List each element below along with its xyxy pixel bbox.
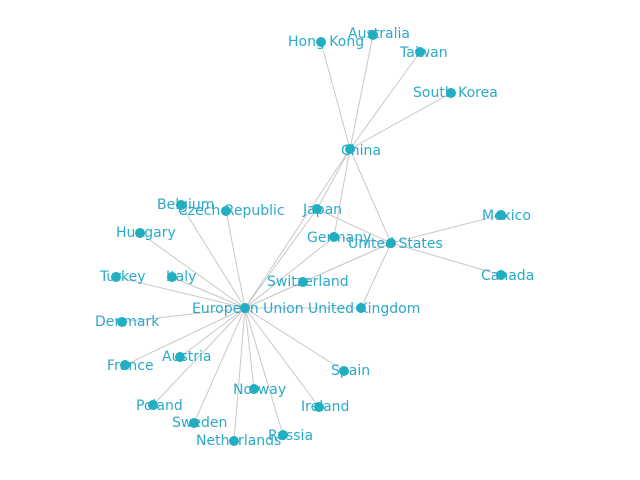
- node-label-turkey: Turkey: [99, 269, 146, 285]
- node-china[interactable]: [345, 144, 355, 154]
- node-austria[interactable]: [175, 352, 185, 362]
- edge-china-south-korea: [349, 92, 452, 150]
- node-australia[interactable]: [368, 30, 378, 40]
- edge-united-states-canada: [390, 242, 502, 276]
- edge-china-germany: [333, 148, 351, 238]
- edge-european-union-switzerland: [244, 281, 304, 309]
- node-united-states[interactable]: [386, 238, 396, 248]
- node-label-hong-kong: Hong Kong: [288, 34, 364, 50]
- node-label-switzerland: Switzerland: [267, 274, 349, 290]
- node-norway[interactable]: [249, 384, 259, 394]
- node-south-korea[interactable]: [446, 88, 456, 98]
- node-label-germany: Germany: [307, 230, 371, 246]
- node-spain[interactable]: [339, 366, 349, 376]
- edge-european-union-germany: [244, 236, 335, 309]
- node-label-taiwan: Taiwan: [399, 45, 448, 61]
- edge-european-union-netherlands: [233, 307, 246, 442]
- edge-european-union-czech-republic: [225, 210, 246, 309]
- edge-european-union-japan: [244, 208, 318, 309]
- edge-european-union-hungary: [139, 232, 246, 309]
- edge-china-european-union: [244, 148, 351, 309]
- node-switzerland[interactable]: [298, 277, 308, 287]
- node-label-spain: Spain: [331, 363, 370, 379]
- node-label-china: China: [341, 143, 381, 159]
- node-label-poland: Poland: [136, 398, 183, 414]
- node-label-united-states: United States: [348, 236, 443, 252]
- edge-european-union-ireland: [244, 307, 320, 408]
- edge-european-union-norway: [244, 307, 255, 390]
- node-united-kingdom[interactable]: [356, 303, 366, 313]
- edge-united-states-japan: [316, 208, 392, 244]
- node-mexico[interactable]: [496, 210, 506, 220]
- edge-european-union-denmark: [121, 307, 246, 323]
- edge-china-japan: [316, 148, 351, 210]
- node-netherlands[interactable]: [229, 436, 239, 446]
- node-label-netherlands: Netherlands: [196, 433, 281, 449]
- edge-china-united-states: [349, 148, 392, 244]
- node-ireland[interactable]: [314, 402, 324, 412]
- node-italy[interactable]: [167, 272, 177, 282]
- edge-european-union-poland: [152, 307, 246, 406]
- node-label-hungary: Hungary: [116, 225, 176, 241]
- node-hungary[interactable]: [135, 228, 145, 238]
- node-european-union[interactable]: [240, 303, 250, 313]
- node-germany[interactable]: [329, 232, 339, 242]
- node-label-canada: Canada: [481, 268, 534, 284]
- node-label-austria: Austria: [162, 349, 211, 365]
- edge-european-union-sweden: [193, 307, 246, 424]
- node-taiwan[interactable]: [415, 47, 425, 57]
- edge-european-union-russia: [244, 307, 284, 436]
- node-japan[interactable]: [312, 204, 322, 214]
- node-label-russia: Russia: [268, 428, 313, 444]
- edge-united-states-mexico: [390, 214, 502, 244]
- node-label-belgium: Belgium: [157, 197, 214, 213]
- node-russia[interactable]: [278, 430, 288, 440]
- edge-european-union-turkey: [115, 276, 246, 309]
- node-czech-republic[interactable]: [221, 206, 231, 216]
- node-label-australia: Australia: [348, 26, 410, 42]
- node-label-mexico: Mexico: [482, 208, 531, 224]
- node-label-european-union: European Union: [192, 301, 304, 317]
- node-layer: [111, 30, 506, 446]
- edge-layer: [115, 34, 502, 442]
- node-hong-kong[interactable]: [316, 37, 326, 47]
- node-label-france: France: [107, 358, 154, 374]
- node-label-ireland: Ireland: [301, 399, 349, 415]
- node-poland[interactable]: [148, 400, 158, 410]
- node-label-united-kingdom: United Kingdom: [308, 301, 420, 317]
- node-label-italy: Italy: [166, 269, 196, 285]
- node-label-czech-republic: Czech Republic: [178, 203, 285, 219]
- node-label-norway: Norway: [233, 382, 286, 398]
- edge-european-union-belgium: [180, 204, 246, 309]
- edge-european-union-france: [124, 307, 246, 366]
- edge-china-hong-kong: [320, 41, 351, 150]
- edge-united-states-germany: [333, 236, 392, 244]
- edge-china-australia: [349, 34, 374, 150]
- node-sweden[interactable]: [189, 418, 199, 428]
- edge-european-union-italy: [171, 276, 246, 309]
- edge-china-taiwan: [349, 51, 421, 150]
- edge-european-union-austria: [179, 307, 246, 358]
- node-turkey[interactable]: [111, 272, 121, 282]
- node-belgium[interactable]: [176, 200, 186, 210]
- node-label-sweden: Sweden: [172, 415, 227, 431]
- edge-european-union-spain: [244, 307, 345, 372]
- node-label-south-korea: South Korea: [413, 85, 498, 101]
- node-canada[interactable]: [496, 270, 506, 280]
- node-france[interactable]: [120, 360, 130, 370]
- node-denmark[interactable]: [117, 317, 127, 327]
- node-label-japan: Japan: [302, 202, 342, 218]
- node-label-denmark: Denmark: [95, 314, 160, 330]
- edge-united-states-united-kingdom: [360, 242, 392, 309]
